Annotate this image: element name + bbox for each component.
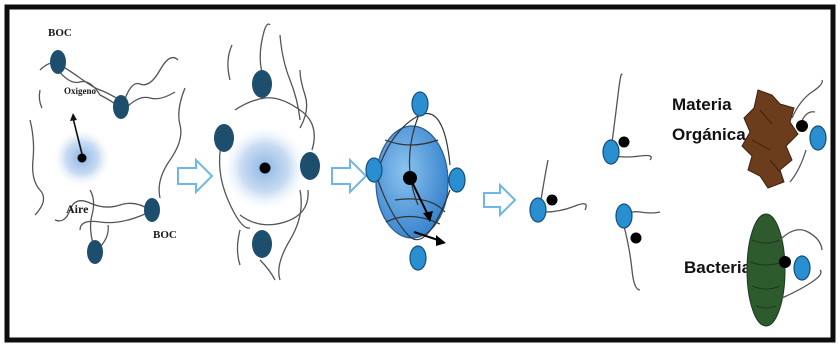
boc-molecule xyxy=(449,168,465,192)
boc-molecule xyxy=(794,256,810,280)
organic-matter-icon xyxy=(742,90,798,188)
stage-4-free-complexes xyxy=(530,74,660,290)
boc-molecule xyxy=(300,152,320,180)
boc-molecule xyxy=(252,230,272,258)
air-core xyxy=(631,233,642,244)
process-arrow xyxy=(332,160,366,192)
air-core xyxy=(78,154,87,163)
air-core xyxy=(260,163,271,174)
boc-molecule xyxy=(410,246,426,270)
air-core xyxy=(779,256,791,268)
stage-3-bubble-encapsulated xyxy=(366,92,465,270)
label-bacteria: Bacteria xyxy=(684,258,752,277)
label-aire: Aire xyxy=(66,202,89,216)
label-oxigeno: Oxigeno xyxy=(64,86,97,96)
stage-1-separate-air-and-boc: BOC Oxigeno Aire BOC xyxy=(30,27,185,264)
boc-molecule xyxy=(144,198,160,222)
motion-arrow-head xyxy=(436,235,446,246)
bacteria-icon xyxy=(747,214,785,326)
boc-molecule xyxy=(252,70,272,98)
air-core xyxy=(547,195,558,206)
boc-molecule xyxy=(214,124,234,152)
boc-molecule xyxy=(530,198,546,222)
stage-5-targets: Materia Orgánica Bacteria xyxy=(672,80,826,326)
boc-molecule xyxy=(366,158,382,182)
boc-molecule xyxy=(50,50,66,74)
process-arrow xyxy=(484,185,515,215)
air-core xyxy=(619,137,630,148)
label-boc-top: BOC xyxy=(48,27,72,39)
boc-molecule xyxy=(87,240,103,264)
boc-molecule xyxy=(603,140,619,164)
boc-molecule xyxy=(810,126,826,150)
process-arrow xyxy=(178,160,212,192)
boc-molecule xyxy=(113,95,129,119)
boc-molecule xyxy=(412,92,428,116)
oxygen-pointer-head xyxy=(70,113,77,121)
hydrocarbon-chains xyxy=(540,74,660,290)
label-organica: Orgánica xyxy=(672,125,746,144)
air-core xyxy=(403,171,417,185)
stage-2-boc-attach-bubble xyxy=(214,24,320,280)
label-boc-bottom: BOC xyxy=(153,229,177,241)
air-core xyxy=(796,120,808,132)
label-materia: Materia xyxy=(672,95,732,114)
boc-molecule xyxy=(616,204,632,228)
